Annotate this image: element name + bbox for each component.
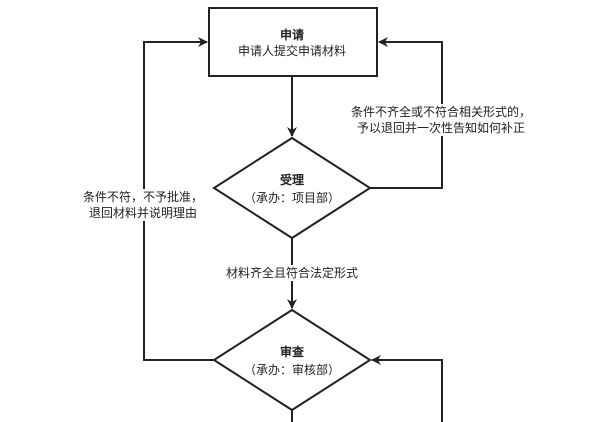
reject-incomplete-label-line2: 予以退回并一次性告知如何补正 [355, 120, 527, 136]
review-node-subtitle: （承办：审核部） [243, 363, 341, 377]
reject-incomplete-label-line1: 条件不齐全或不符合相关形式的， [349, 104, 533, 120]
review-node-diamond [212, 308, 372, 412]
return-to-review-arrow [371, 355, 443, 422]
accept-to-review-label: 材料齐全且符合法定形式 [224, 265, 360, 281]
review-node-title: 审查 [279, 345, 305, 359]
apply-node-title: 申请 [279, 28, 305, 42]
accept-node-subtitle: （承办：项目部） [243, 191, 341, 205]
accept-node-title: 受理 [279, 173, 305, 187]
reject-review-label-line2: 退回材料并说明理由 [87, 205, 199, 221]
apply-node-subtitle: 申请人提交申请材料 [237, 44, 347, 58]
apply-node-box [208, 7, 378, 77]
accept-node-diamond [212, 136, 372, 240]
reject-review-label-line1: 条件不符，不予批准， [81, 189, 205, 205]
